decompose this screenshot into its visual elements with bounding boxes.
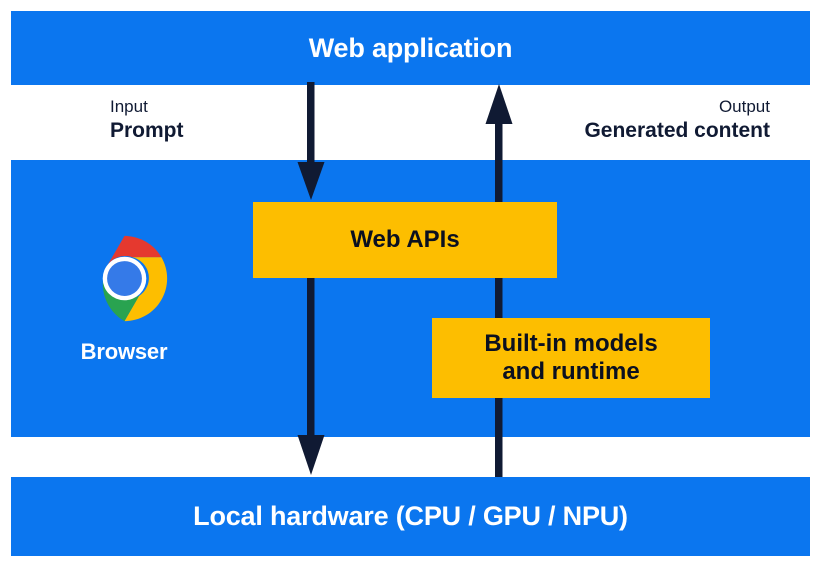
flow-label-output-value: Generated content [584,118,770,142]
box-builtin-models[interactable]: Built-in models and runtime [432,318,710,398]
flow-label-output-kicker: Output [718,97,770,116]
band-local-hardware-label: Local hardware (CPU / GPU / NPU) [193,501,628,531]
flow-label-input-value: Prompt [110,118,184,142]
flow-label-input-kicker: Input [110,97,148,116]
browser-group: Browser [56,232,192,365]
box-web-apis-label: Web APIs [350,225,460,253]
flow-label-output: Output Generated content [584,97,770,143]
box-builtin-models-line1: Built-in models [484,329,658,357]
box-web-apis[interactable]: Web APIs [253,202,557,278]
box-builtin-models-text: Built-in models and runtime [484,330,657,387]
band-web-application-label: Web application [308,32,513,63]
browser-label: Browser [80,339,168,364]
box-builtin-models-line2: and runtime [502,358,640,385]
flow-label-input: Input Prompt [110,97,184,143]
chrome-logo-icon [102,235,167,322]
band-web-application: Web application [11,11,810,85]
band-local-hardware: Local hardware (CPU / GPU / NPU) [11,477,810,556]
